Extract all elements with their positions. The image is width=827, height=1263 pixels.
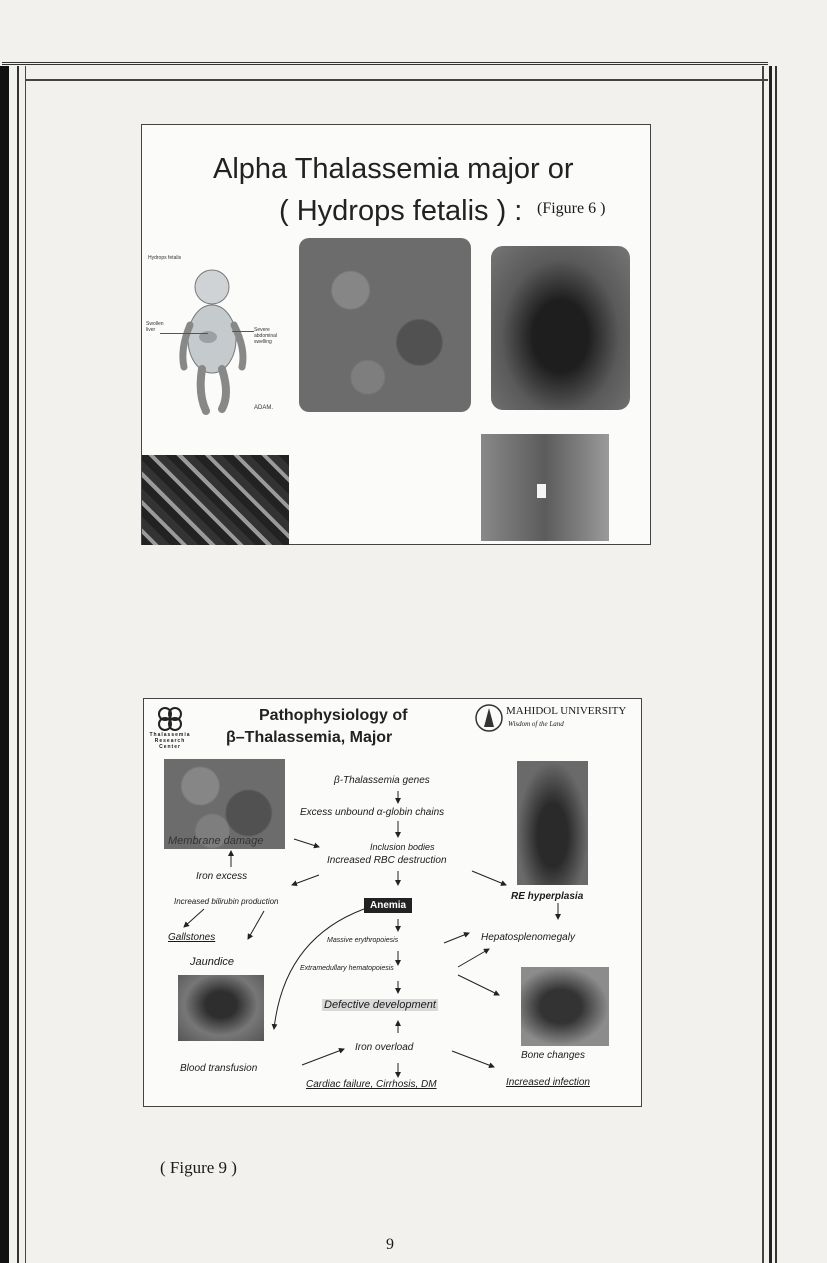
logo-caption: Thalassemia Research Center bbox=[149, 732, 191, 750]
membrane-damage-label: Membrane damage bbox=[168, 835, 264, 847]
node-cardiac-failure: Cardiac failure, Cirrhosis, DM bbox=[306, 1079, 437, 1090]
node-gallstones: Gallstones bbox=[168, 932, 216, 943]
figure-9-caption: ( Figure 9 ) bbox=[160, 1158, 237, 1177]
node-anemia: Anemia bbox=[364, 898, 413, 913]
node-iron-excess: Iron excess bbox=[196, 871, 248, 882]
dna-strands-image bbox=[142, 455, 289, 545]
university-motto: Wisdom of the Land bbox=[508, 720, 564, 728]
node-hepatosplenomegaly: Hepatosplenomegaly bbox=[481, 932, 575, 943]
node-thalassemia-genes: β-Thalassemia genes bbox=[334, 775, 430, 786]
slide1-title-line2: ( Hydrops fetalis ) : bbox=[279, 195, 523, 227]
university-seal-icon bbox=[475, 704, 503, 732]
node-iron-overload: Iron overload bbox=[355, 1042, 414, 1053]
node-re-hyperplasia: RE hyperplasia bbox=[511, 891, 584, 902]
pathway-arrows bbox=[183, 791, 561, 1078]
slide1-title-line1: Alpha Thalassemia major or bbox=[213, 153, 574, 185]
jaundice-child-photo bbox=[178, 975, 264, 1041]
node-bone-changes: Bone changes bbox=[521, 1050, 585, 1061]
bone-changes-photo bbox=[521, 967, 609, 1046]
node-bilirubin: Increased bilirubin production bbox=[174, 897, 279, 906]
node-extramedullary: Extramedullary hematopoiesis bbox=[300, 965, 394, 972]
node-increased-infection: Increased infection bbox=[506, 1077, 590, 1088]
page-right-border bbox=[762, 66, 778, 1263]
node-excess-chains: Excess unbound α-globin chains bbox=[300, 807, 445, 818]
child-abdomen-photo bbox=[517, 761, 588, 885]
figure-6-reference: (Figure 6 ) bbox=[537, 200, 606, 217]
leader-line-liver bbox=[160, 333, 208, 334]
thalassemia-center-logo-icon bbox=[158, 707, 182, 731]
leader-line-abdomen bbox=[232, 331, 254, 332]
adam-credit: ADAM. bbox=[254, 405, 274, 411]
node-massive-erythropoiesis: Massive erythropoiesis bbox=[327, 937, 399, 944]
rbc-membrane-photo bbox=[164, 759, 285, 849]
node-rbc-destruction: Increased RBC destruction bbox=[327, 855, 447, 866]
blood-smear-photo bbox=[299, 238, 471, 412]
slide-hydrops-fetalis: Alpha Thalassemia major or ( Hydrops fet… bbox=[141, 124, 651, 545]
photo-highlight bbox=[537, 484, 546, 498]
node-blood-transfusion: Blood transfusion bbox=[180, 1063, 258, 1074]
university-name: MAHIDOL UNIVERSITY bbox=[506, 705, 627, 717]
node-inclusion-bodies: Inclusion bodies bbox=[370, 842, 435, 852]
slide2-title-line1: Pathophysiology of bbox=[259, 707, 408, 724]
page-number: 9 bbox=[386, 1236, 394, 1253]
label-severe-swelling: Severe abdominal swelling bbox=[254, 327, 278, 345]
label-swollen-liver: Swollen liver bbox=[146, 321, 164, 333]
page-left-border bbox=[0, 66, 30, 1263]
diagram-heading: Hydrops fetalis bbox=[148, 255, 182, 261]
slide2-title-line2: β–Thalassemia, Major bbox=[226, 729, 393, 746]
node-defective-development: Defective development bbox=[322, 999, 438, 1011]
hydrops-diagram: Hydrops fetalis Swollen liver Severe abd… bbox=[142, 245, 290, 435]
node-jaundice: Jaundice bbox=[190, 956, 235, 968]
ultrasound-photo bbox=[481, 434, 609, 541]
baby-illustration bbox=[179, 269, 247, 415]
slide-pathophysiology: Thalassemia Research Center Pathophysiol… bbox=[143, 698, 642, 1107]
fetus-photo bbox=[491, 246, 630, 410]
page-top-border bbox=[2, 62, 768, 81]
